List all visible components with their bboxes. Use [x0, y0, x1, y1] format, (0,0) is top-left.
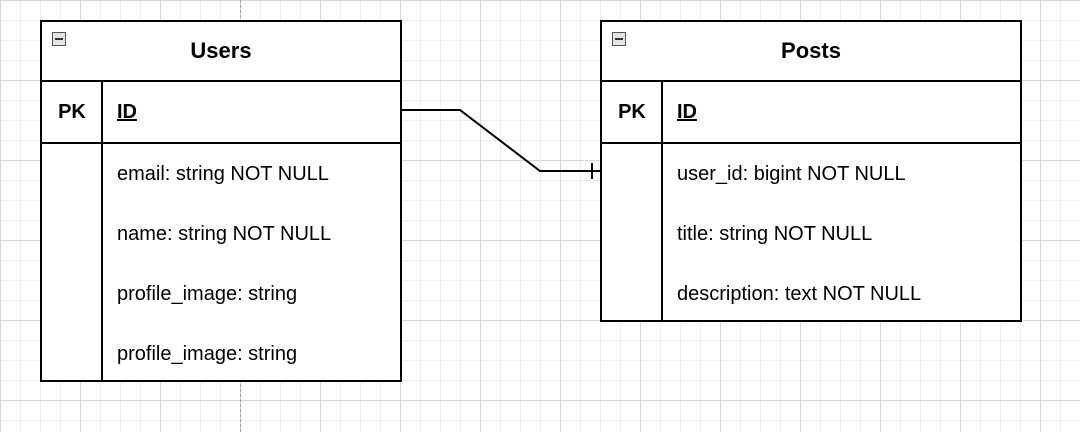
users-pk-row: PK ID — [42, 82, 400, 144]
collapse-icon[interactable] — [52, 32, 66, 46]
posts-entity[interactable]: Posts PK ID user_id: bigint NOT NULL tit… — [600, 20, 1022, 322]
attribute-row[interactable]: email: string NOT NULL — [117, 162, 329, 185]
posts-title: Posts — [781, 38, 841, 63]
attribute-row[interactable]: name: string NOT NULL — [117, 222, 332, 245]
attribute-row[interactable]: profile_image: string — [117, 342, 298, 365]
collapse-icon[interactable] — [612, 32, 626, 46]
pk-field: ID — [677, 100, 697, 123]
column-divider — [101, 82, 103, 380]
connector-line — [402, 109, 600, 172]
attribute-row[interactable]: title: string NOT NULL — [677, 222, 873, 245]
attribute-row[interactable]: description: text NOT NULL — [677, 282, 922, 305]
attribute-row[interactable]: user_id: bigint NOT NULL — [677, 162, 906, 185]
users-title: Users — [190, 38, 252, 63]
posts-header: Posts — [602, 22, 1020, 82]
posts-pk-row: PK ID — [602, 82, 1020, 144]
pk-field: ID — [117, 100, 137, 123]
column-divider — [661, 82, 663, 320]
pk-label: PK — [618, 100, 646, 123]
users-entity[interactable]: Users PK ID email: string NOT NULL name:… — [40, 20, 402, 382]
users-header: Users — [42, 22, 400, 82]
attribute-row[interactable]: profile_image: string — [117, 282, 298, 305]
pk-label: PK — [58, 100, 86, 123]
